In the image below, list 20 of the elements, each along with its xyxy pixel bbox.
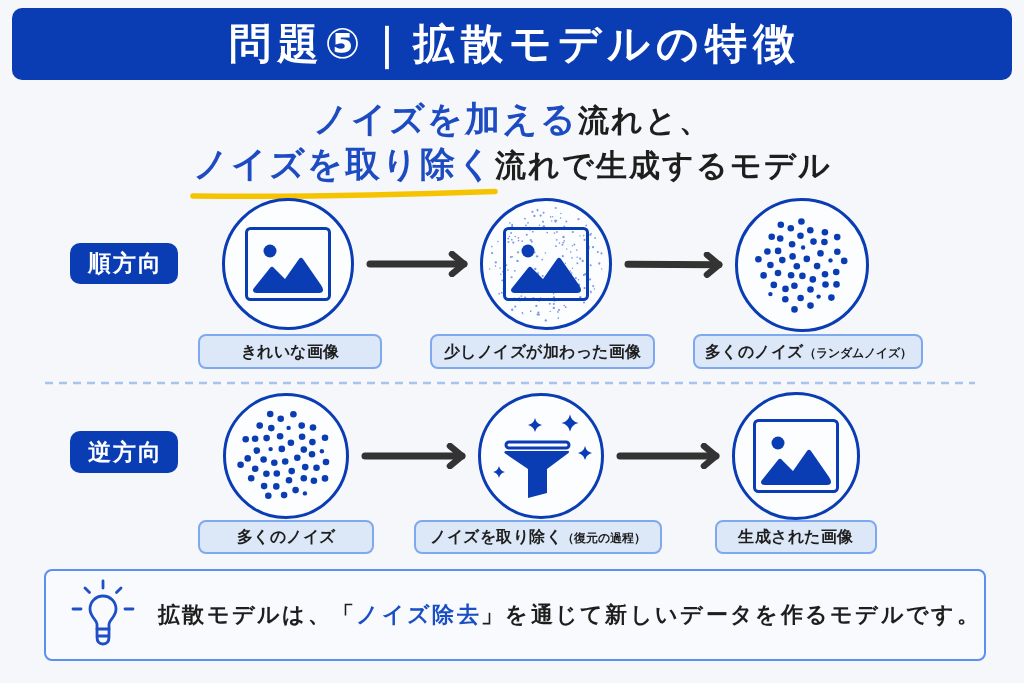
caption-box: 多くのノイズ [198, 520, 374, 554]
caption-box [414, 520, 662, 554]
arrow [366, 250, 468, 278]
direction-tag: 逆方向 [70, 431, 178, 473]
caption-text: ノイズを取り除く [430, 527, 562, 546]
direction-tag: 順方向 [70, 243, 178, 284]
caption-box [693, 334, 923, 369]
caption-note: （ランダムノイズ） [803, 346, 912, 360]
subtitle: ノイズを加える流れと、ノイズを取り除く流れで生成するモデル [191, 98, 833, 186]
arrow [361, 442, 466, 470]
note-text: 拡散モデルは、「ノイズ除去」を通じて新しいデータを作るモデルです。 [158, 601, 981, 629]
caption-box: 少しノイズが加わった画像 [430, 334, 655, 369]
note-box [44, 569, 986, 661]
arrow [624, 251, 723, 278]
caption-note: （復元の過程） [562, 531, 646, 545]
caption-box: きれいな画像 [198, 334, 382, 369]
caption-box: 生成された画像 [715, 520, 877, 554]
title-bar: 問題⑤｜拡散モデルの特徴 [12, 8, 1012, 80]
arrow [616, 442, 720, 470]
caption-text: 多くのノイズ [704, 342, 804, 361]
